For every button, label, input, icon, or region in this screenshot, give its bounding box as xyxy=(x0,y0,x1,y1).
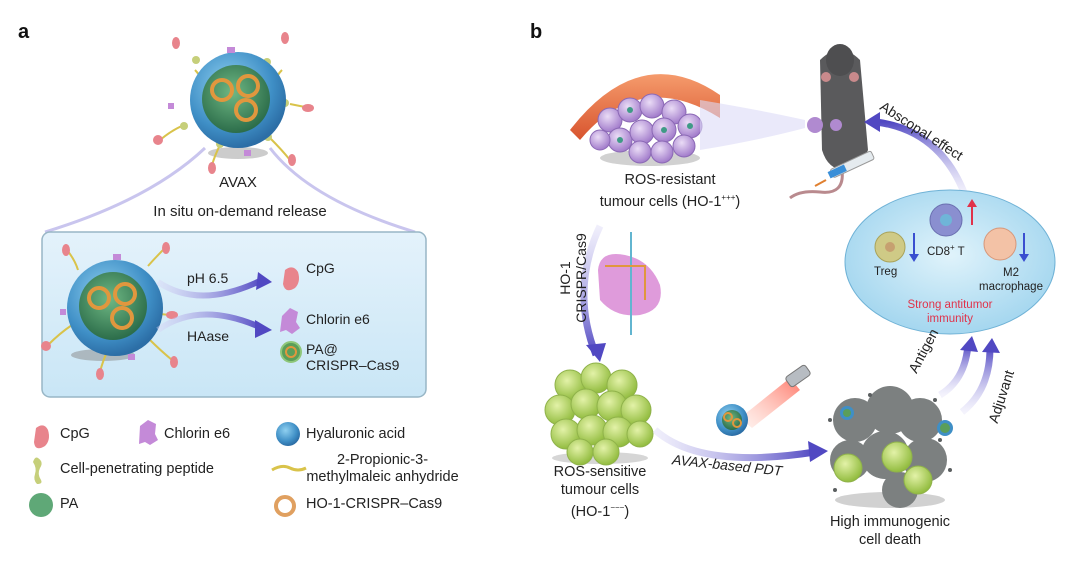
sensitive-line2: tumour cells xyxy=(560,482,640,498)
adjuvant-arrowhead-icon xyxy=(982,338,1000,353)
crispr-arrowhead-icon xyxy=(586,343,606,362)
legend-cpg-label: CpG xyxy=(60,426,90,442)
sensitive-line1: ROS-sensitive xyxy=(553,464,647,480)
legend-anhydride-label: 2-Propionic-3- methylmaleic anhydride xyxy=(290,452,475,486)
legend-anhydride-icon xyxy=(271,464,307,472)
legend-chlorin-e6-icon xyxy=(139,420,158,445)
pa-crispr-product-label: PA@ CRISPR–Cas9 xyxy=(306,341,399,373)
laser-icon xyxy=(740,364,811,428)
panel-a-label: a xyxy=(18,21,30,43)
sensitive-tumour-label: ROS-sensitive tumour cells (HO-1−−−) xyxy=(540,463,660,521)
cell-death-line2: cell death xyxy=(858,532,922,548)
m2-line1: M2 xyxy=(1003,267,1019,279)
legend-pa-icon xyxy=(29,493,53,517)
release-title: In situ on-demand release xyxy=(153,203,327,220)
cpg-product-icon xyxy=(283,267,299,291)
legend-cpg-icon xyxy=(34,425,49,449)
syringe-icon xyxy=(814,150,875,187)
crispr-label: HO-1 CRISPR/Cas9 xyxy=(557,223,589,333)
pa-crispr-line1: PA@ xyxy=(306,341,338,357)
legend-hyaluronic-acid-label: Hyaluronic acid xyxy=(306,426,406,442)
cell-death-label: High immunogenic cell death xyxy=(810,513,970,549)
cpg-product-label: CpG xyxy=(306,260,335,276)
sensitive-sup: −−− xyxy=(610,503,625,512)
legend-peptide-icon xyxy=(33,457,42,484)
cd8-text: CD8 xyxy=(927,245,951,258)
crispr-line1: HO-1 xyxy=(557,261,573,295)
treg-label: Treg xyxy=(874,266,898,278)
haase-arrowhead-icon xyxy=(255,320,272,338)
antigen-arrow xyxy=(938,344,972,399)
callout-line-left xyxy=(44,146,207,234)
sensitive-close: ) xyxy=(624,503,630,520)
adjuvant-arrow xyxy=(959,347,994,415)
legend-anhydride-line2: methylmaleic anhydride xyxy=(306,469,459,485)
chlorin-e6-product-label: Chlorin e6 xyxy=(306,311,370,327)
cell-death-illustration xyxy=(828,386,953,508)
legend-pa-label: PA xyxy=(60,496,79,512)
pdt-arrowhead-icon xyxy=(808,441,828,462)
pa-crispr-product-icon xyxy=(280,341,302,363)
legend-hyaluronic-acid-icon xyxy=(276,422,300,446)
ph-trigger-label: pH 6.5 xyxy=(187,270,229,286)
pa-crispr-line2: CRISPR–Cas9 xyxy=(306,357,400,373)
legend-crispr-cas9-label: HO-1-CRISPR–Cas9 xyxy=(306,496,443,512)
resistant-line1: ROS-resistant xyxy=(624,172,716,188)
immune-response-ellipse xyxy=(844,189,1056,335)
panel-b-label: b xyxy=(530,21,543,43)
m2-macrophage-icon xyxy=(983,227,1017,261)
immunity-summary-line2: immunity xyxy=(926,313,973,325)
sensitive-line3: (HO-1 xyxy=(570,503,611,520)
ph-arrowhead-icon xyxy=(256,272,272,290)
avax-nanoparticle-box xyxy=(41,242,178,380)
m2-line2: macrophage xyxy=(979,281,1043,293)
legend-crispr-cas9-icon xyxy=(274,495,296,517)
abscopal-arrow xyxy=(875,118,969,197)
haase-release-arrow xyxy=(156,311,264,333)
cd8-sup: + xyxy=(950,243,955,252)
resistant-sup: +++ xyxy=(721,193,736,202)
avax-label: AVAX xyxy=(219,174,257,191)
immunity-summary-line1: Strong antitumor xyxy=(907,299,993,311)
resistant-line2: tumour cells (HO-1 xyxy=(599,193,722,210)
chlorin-e6-product-icon xyxy=(280,308,300,334)
cas9-complex-icon xyxy=(598,232,661,335)
sensitive-tumour-illustration xyxy=(544,362,654,466)
antigen-arrowhead-icon xyxy=(960,336,978,352)
resistant-tumour-label: ROS-resistant tumour cells (HO-1+++) xyxy=(565,171,775,211)
pdt-arrow xyxy=(652,427,816,462)
resistant-close: ) xyxy=(735,193,741,210)
cell-death-line1: High immunogenic xyxy=(829,514,951,530)
cd8-suffix: T xyxy=(954,245,965,258)
callout-line-right xyxy=(268,147,416,234)
avax-nanoparticle-small xyxy=(716,404,748,436)
avax-nanoparticle-top xyxy=(153,32,314,174)
abscopal-arrowhead-icon xyxy=(864,112,880,132)
ph-release-arrow xyxy=(156,277,264,299)
legend-peptide-label: Cell-penetrating peptide xyxy=(60,461,214,477)
legend-chlorin-e6-label: Chlorin e6 xyxy=(164,426,231,442)
crispr-arrow xyxy=(580,224,604,357)
crispr-line2: CRISPR/Cas9 xyxy=(573,233,589,323)
immunity-summary-label: Strong antitumor immunity xyxy=(890,298,1010,326)
mouse-illustration xyxy=(789,44,868,200)
legend-anhydride-line1: 2-Propionic-3- xyxy=(336,452,429,468)
resistant-tumour-illustration xyxy=(570,74,805,166)
cd8-label: CD8+ T xyxy=(927,243,965,258)
m2-macrophage-label: M2 macrophage xyxy=(966,266,1056,294)
haase-trigger-label: HAase xyxy=(187,328,230,344)
